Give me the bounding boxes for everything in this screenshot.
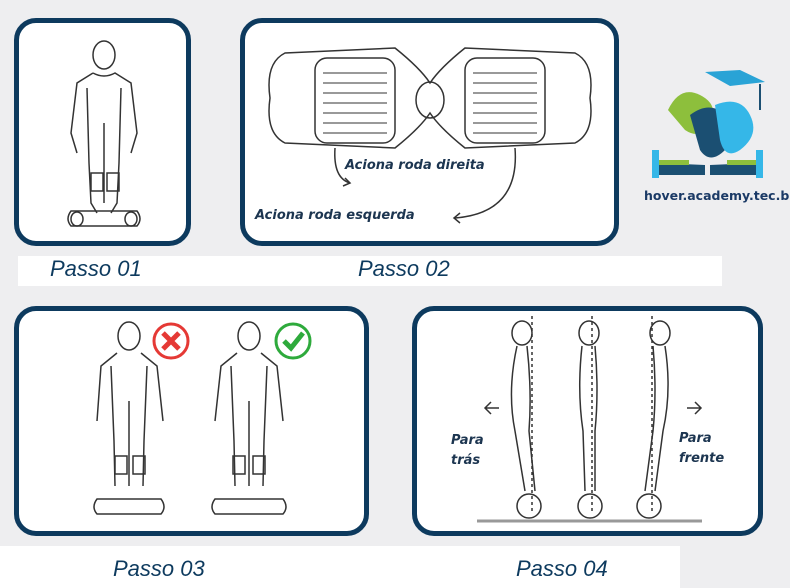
leaning-figures [477, 316, 703, 523]
label-back: Para trás [451, 433, 484, 468]
arrow-right-wheel [334, 147, 351, 184]
step-3-label: Passo 03 [113, 556, 205, 581]
panel-step-3 [14, 306, 369, 536]
arrow-back-icon [483, 401, 499, 415]
panel-step-4: Para trás Para frente [412, 306, 763, 536]
wrong-posture-figure [93, 321, 165, 515]
label-forward: Para frente [679, 431, 725, 466]
label-left-wheel: Aciona roda esquerda [255, 208, 415, 223]
panel-step-1 [14, 18, 191, 246]
label-right-wheel: Aciona roda direita [345, 158, 485, 173]
label-strip-top [18, 256, 722, 286]
step-4-label: Passo 04 [516, 556, 608, 581]
label-strip-bottom [0, 546, 680, 588]
correct-check-icon [274, 322, 312, 360]
arrow-forward-icon [687, 401, 703, 415]
hoverboard-top-view [268, 47, 592, 224]
posture-comparison-figures [93, 321, 312, 515]
step-2-label: Passo 02 [358, 256, 450, 281]
correct-posture-figure [211, 321, 287, 515]
logo-text: hover.academy.tec.br [644, 188, 790, 203]
panel-step-2: Aciona roda direita Aciona roda esquerda [240, 18, 619, 246]
wrong-x-icon [152, 322, 190, 360]
rider-standing-figure [67, 40, 141, 227]
step-1-label: Passo 01 [50, 256, 142, 281]
